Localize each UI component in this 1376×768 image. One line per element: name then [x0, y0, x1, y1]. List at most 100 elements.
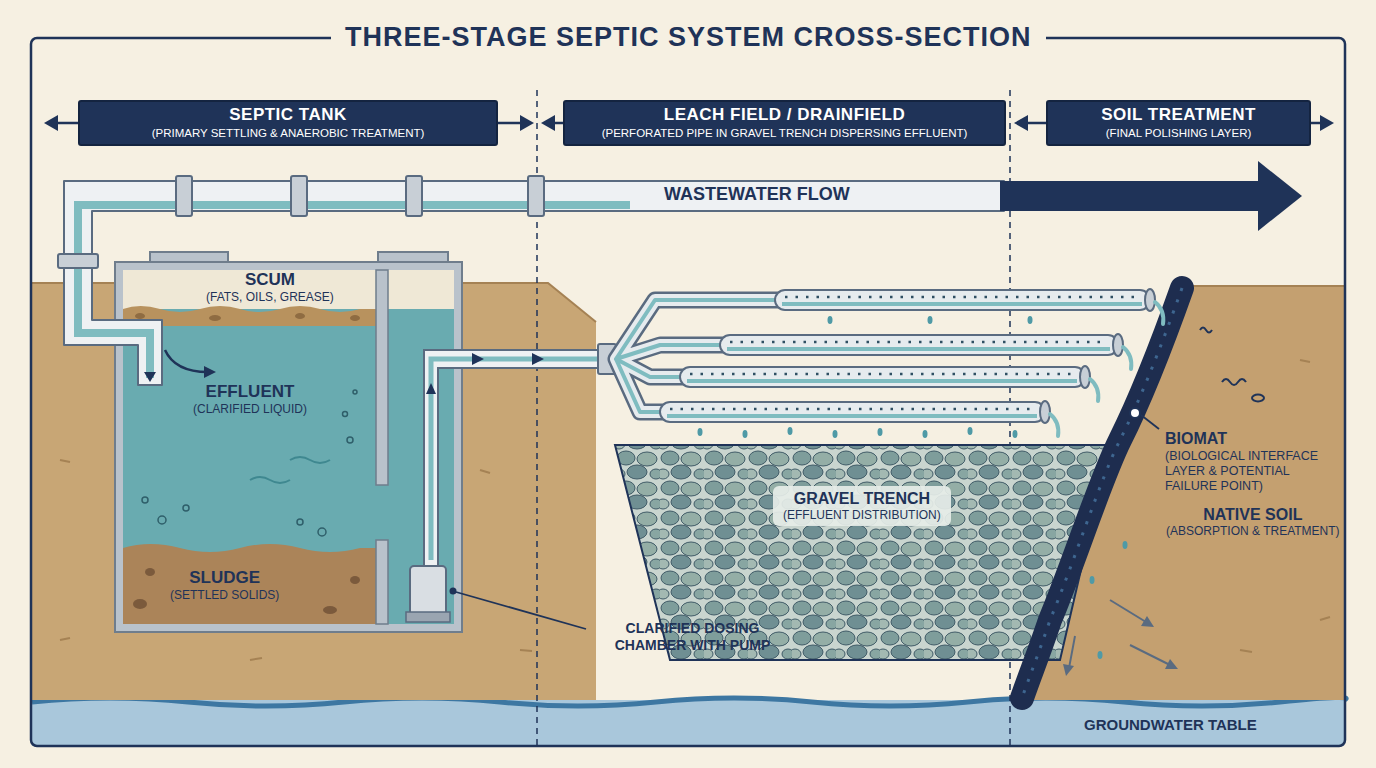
sludge-clump — [350, 576, 360, 584]
node-subtext: (FATS, OILS, GREASE) — [206, 290, 334, 304]
sludge-clump — [133, 599, 147, 609]
layer-label-box: SLUDGE(SETTLED SOLIDS) — [170, 568, 279, 603]
node-heading: SLUDGE — [189, 568, 260, 588]
pipe-body — [660, 402, 1045, 422]
pipe-end — [1145, 289, 1155, 311]
percolation-arrow — [1110, 600, 1146, 622]
pipe-body — [720, 335, 1118, 355]
bubble — [183, 505, 189, 511]
arrow-head — [541, 115, 555, 131]
effluent-drops — [698, 316, 1033, 438]
scum-blob — [209, 315, 221, 321]
arrow-head — [144, 372, 156, 382]
pipe-outflow — [1050, 302, 1163, 436]
water-drop — [878, 428, 883, 436]
outlet-pipe — [424, 350, 605, 566]
arrow-head — [1063, 664, 1074, 676]
scum-blob — [135, 313, 145, 319]
node-heading: SCUM — [245, 270, 295, 290]
node-subtext: (EFFLUENT DISTRIBUTION) — [783, 508, 941, 522]
leader-line — [1141, 415, 1159, 429]
node-heading: SOIL TREATMENT — [1101, 105, 1256, 125]
flow-label: WASTEWATER FLOW — [664, 184, 850, 206]
pipe-collar — [58, 254, 98, 268]
perforations — [730, 341, 1108, 344]
pipe-collar — [291, 176, 307, 216]
water-drop — [923, 430, 928, 438]
node-heading: SEPTIC TANK — [229, 105, 347, 125]
bubbles — [142, 390, 357, 536]
diagram-title: THREE-STAGE SEPTIC SYSTEM CROSS-SECTION — [331, 21, 1046, 53]
bubble — [347, 437, 353, 443]
pipe-end — [1113, 334, 1123, 356]
pipe-water — [727, 347, 1110, 351]
perforated-pipe — [660, 401, 1050, 423]
pipe-collar — [176, 176, 192, 216]
outflow-stream — [1123, 347, 1131, 369]
perforated-pipe — [680, 366, 1090, 388]
node-heading: LEACH FIELD / DRAINFIELD — [664, 105, 906, 125]
arrow-head — [472, 353, 484, 365]
arrow-head — [1014, 115, 1028, 131]
pipe-collar — [528, 176, 544, 216]
node-heading: GROUNDWATER TABLE — [1084, 716, 1257, 734]
arrow-head — [532, 353, 544, 365]
perforated-pipe — [720, 334, 1123, 356]
perforated-pipe — [775, 289, 1155, 311]
microbe-icon — [1200, 328, 1212, 333]
sludge-clump — [145, 568, 155, 576]
layer-label-box: GROUNDWATER TABLE — [1084, 716, 1257, 734]
pipe-body — [680, 367, 1085, 387]
outflow-stream — [1155, 302, 1163, 324]
tank-baffle — [376, 270, 388, 485]
layer-label-box: SCUM(FATS, OILS, GREASE) — [206, 270, 334, 305]
arrow-head — [1141, 616, 1154, 627]
node-subtext: (CLARIFIED LIQUID) — [193, 402, 307, 416]
scum-blob — [350, 315, 360, 321]
arrow-head — [520, 115, 534, 131]
percolation-arrow — [1069, 636, 1075, 668]
frame — [31, 38, 1345, 746]
bubble — [142, 497, 148, 503]
arrow-head — [204, 366, 216, 378]
water-drop — [1098, 651, 1103, 659]
percolation-arrow — [1130, 645, 1170, 665]
pipe-water — [667, 414, 1037, 418]
biomat-label: BIOMAT — [1165, 429, 1227, 448]
outflow-stream — [1090, 379, 1098, 401]
arrow-head — [1165, 659, 1178, 669]
section-band: SOIL TREATMENT (FINAL POLISHING LAYER) — [1046, 100, 1311, 146]
perforations — [785, 296, 1140, 299]
node-subtext: (FINAL POLISHING LAYER) — [1106, 127, 1252, 141]
layer-label-box: GRAVEL TRENCH(EFFLUENT DISTRIBUTION) — [773, 486, 951, 526]
arrow-head — [426, 383, 436, 394]
pipe-water — [687, 379, 1077, 383]
pipe-body — [775, 290, 1150, 310]
bubble — [318, 528, 326, 536]
node-heading: GRAVEL TRENCH — [794, 489, 930, 508]
biomat-description: (BIOLOGICAL INTERFACE LAYER & POTENTIAL … — [1165, 449, 1341, 494]
microbe-icon — [1222, 379, 1246, 385]
leader-line — [456, 592, 586, 629]
pipe-water — [431, 359, 600, 560]
bubble — [297, 519, 303, 525]
node-subtext: (ABSORPTION & TREATMENT) — [1166, 524, 1340, 538]
flow-arrow-head — [1258, 161, 1302, 231]
water-drop — [833, 430, 838, 438]
scum-blob — [295, 313, 305, 319]
arrow-head — [1320, 115, 1334, 131]
pump — [410, 566, 446, 616]
node-subtext: (PERFORATED PIPE IN GRAVEL TRENCH DISPER… — [602, 127, 968, 141]
node-heading: NATIVE SOIL — [1203, 505, 1302, 524]
water-drop — [968, 427, 973, 435]
leader-dot — [450, 588, 457, 595]
water-drop — [788, 427, 793, 435]
bubble — [158, 516, 166, 524]
perforations — [670, 408, 1035, 411]
sludge-clump — [323, 606, 337, 614]
water-ripple — [250, 457, 330, 483]
water-drop — [743, 430, 748, 438]
layer-label-box: EFFLUENT(CLARIFIED LIQUID) — [193, 382, 307, 417]
leader-dot — [1130, 408, 1140, 418]
